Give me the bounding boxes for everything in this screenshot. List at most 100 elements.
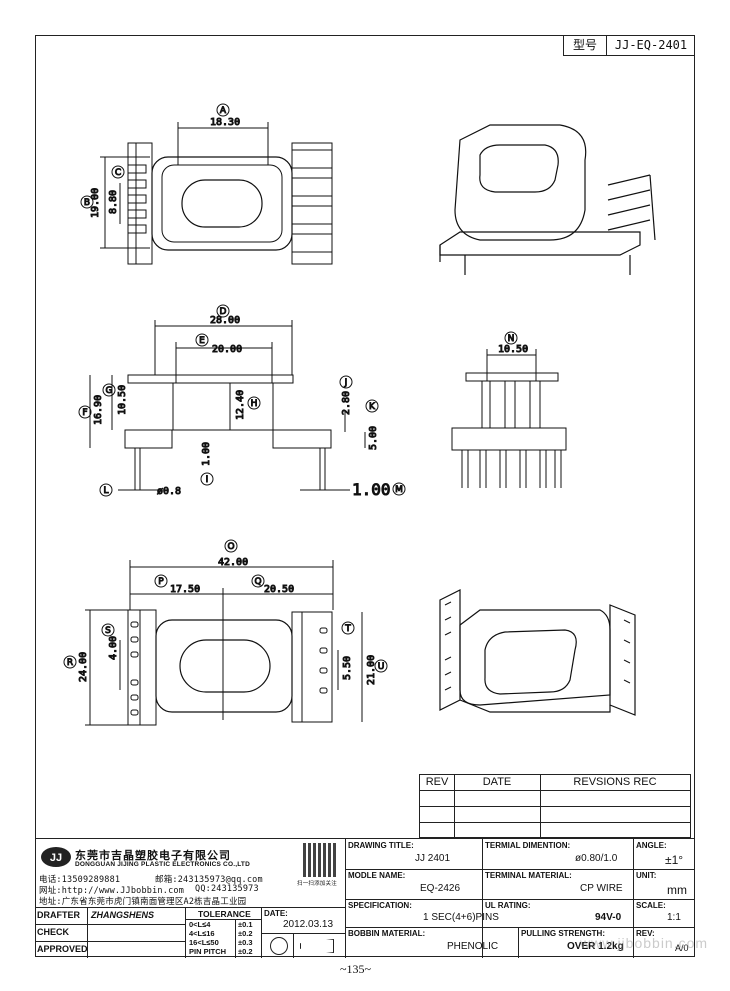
dim-s-label: S [105,626,111,636]
projection-symbol-icon [270,937,288,955]
date-col-header: DATE [482,776,512,788]
rev-col-header: REV [425,776,449,788]
dim-5-50: 5.50 [342,656,353,680]
scale-label: SCALE: [636,901,666,910]
qr-caption: 扫一扫添加关注 [297,881,337,887]
title-block: JJ 东莞市吉晶塑胶电子有限公司 DONGGUAN JIJING PLASTIC… [35,838,707,958]
dim-n-label: N [508,334,515,344]
drafter-name: ZHANGSHENS [91,910,155,920]
qr-code-icon [303,843,337,877]
angle-label: ANGLE: [636,841,667,850]
company-name-en: DONGGUAN JIJING PLASTIC ELECTRONICS CO.,… [75,861,250,868]
tol-value-3: ±0.3 [238,938,253,947]
company-phone: 电话:13509289881 [39,875,121,885]
ul-rating-value: 94V-0 [595,912,622,923]
dim-e-label: E [199,336,205,346]
dim-k-label: K [369,402,376,412]
company-name-cn: 东莞市吉晶塑胶电子有限公司 [75,850,231,862]
dim-phi-0-8: ø0.8 [157,486,181,497]
rev-label: REV: [636,929,655,938]
specification-value: 1 SEC(4+6)PINS [423,912,499,923]
unit-label: UNIT: [636,871,657,880]
pulling-strength-label: PULLING STRENGTH: [521,929,605,938]
terminal-material-value: CP WIRE [580,883,623,894]
dim-1-00-pitch: 1.00 [352,480,391,499]
dim-18-30: 18.30 [210,117,240,128]
terminal-material-label: TERMINAL MATERIAL: [485,871,572,880]
dim-q-label: Q [254,577,261,587]
tol-range-2: 4<L≤16 [189,929,215,938]
dim-10-50-side: 10.50 [498,344,528,355]
pulling-strength-value: OVER 1.2kg [567,941,624,952]
date-label: DATE: [264,909,288,918]
dim-f-label: F [82,408,87,418]
bobbin-material-value: PHENOLIC [447,941,499,952]
company-web: 网址:http://www.JJbobbin.com [39,886,185,896]
dim-j-label: J [344,378,348,388]
company-logo: JJ [41,847,71,867]
page-number: ~135~ [340,962,371,976]
dim-20-00: 20.00 [212,344,242,355]
front-view [78,304,406,497]
module-name-value: EQ-2426 [420,883,461,894]
dim-h-label: H [251,399,258,409]
tol-range-4: PIN PITCH [189,947,227,956]
dim-a-label: A [220,106,227,116]
dim-19-00: 19.00 [90,188,101,218]
approved-label: APPROVED [37,944,88,954]
tol-value-1: ±0.1 [238,920,253,929]
dim-4-00: 4.00 [108,636,119,660]
date-value: 2012.03.13 [283,919,334,930]
drawing-title-value: JJ 2401 [415,853,451,864]
dim-c-label: C [115,168,121,178]
top-view [80,103,333,265]
drawing-title-label: DRAWING TITLE: [348,841,414,850]
dim-5-00: 5.00 [368,426,379,450]
side-view [451,331,567,488]
watermark: www.jjbobbin.com [580,935,709,951]
specification-label: SPECIFICATION: [348,901,412,910]
scale-value: 1:1 [667,912,681,923]
dim-1-00: 1.00 [201,442,212,466]
tol-range-1: 0<L≤4 [189,920,211,929]
dim-21-00: 21.00 [366,655,377,685]
rec-col-header: REVSIONS REC [573,776,657,788]
unit-value: mm [667,883,687,897]
rev-value: A/0 [675,943,689,953]
dim-24-00: 24.00 [78,652,89,682]
dim-g-label: G [106,386,113,396]
dim-16-90: 16.90 [93,395,104,425]
iso-view-bottom [439,589,636,716]
company-address: 地址:广东省东莞市虎门镇南面管理区A2栋吉晶工业园 [39,897,247,907]
dim-r-label: R [67,658,73,668]
model-number-box: 型号 JJ-EQ-2401 [563,36,695,56]
dim-12-40: 12.40 [235,390,246,420]
model-value: JJ-EQ-2401 [614,38,688,52]
dim-u-label: U [378,662,385,672]
tol-range-3: 16<L≤50 [189,938,219,947]
model-label: 型号 [564,36,607,55]
bobbin-material-label: BOBBIN MATERIAL: [348,929,426,938]
dim-l-label: L [103,486,108,496]
company-qq: QQ:243135973 [195,884,259,894]
dim-i-label: I [206,475,209,485]
dim-o-label: O [227,542,234,552]
drawing-frame [35,35,695,957]
terminal-dim-label: TERMIAL DIMENTION: [485,841,571,850]
angle-value: ±1° [665,853,684,867]
iso-view-top [439,124,656,275]
ul-rating-label: UL RATING: [485,901,531,910]
dim-p-label: P [158,577,164,587]
dim-m-label: M [395,485,403,495]
drafter-label: DRAFTER [37,910,80,920]
projection-cone-icon [300,939,334,953]
dim-28-00: 28.00 [210,315,240,326]
check-label: CHECK [37,927,70,937]
dim-10-50: 10.50 [117,385,128,415]
company-email: 邮箱:243135973@qq.com [155,875,263,885]
dim-2-80: 2.80 [341,391,352,415]
module-name-label: MODLE NAME: [348,871,406,880]
dim-20-50: 20.50 [264,584,294,595]
tol-value-4: ±0.2 [238,947,253,956]
